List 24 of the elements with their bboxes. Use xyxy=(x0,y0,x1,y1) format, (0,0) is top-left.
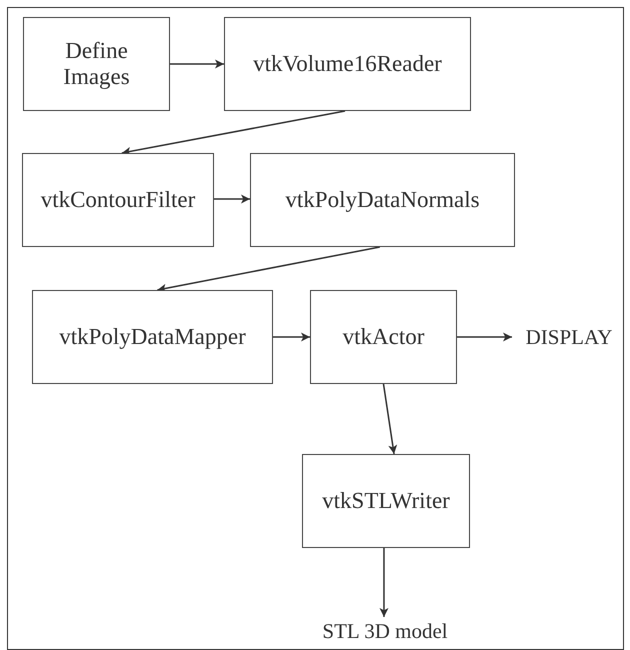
box-label: vtkContourFilter xyxy=(40,186,196,214)
arrow xyxy=(382,384,398,454)
box-label: vtkActor xyxy=(342,324,424,350)
process-box xyxy=(23,17,170,111)
arrow xyxy=(214,194,250,204)
process-box xyxy=(32,290,273,384)
arrow xyxy=(273,332,310,342)
box-label: vtkPolyDataMapper xyxy=(59,324,246,350)
output-label: DISPLAY xyxy=(526,324,612,350)
output-label: STL 3D model xyxy=(322,618,448,644)
process-box xyxy=(250,153,515,247)
arrow xyxy=(122,110,346,156)
box-label: vtkSTLWriter xyxy=(322,488,450,514)
box-label: vtkPolyDataNormals xyxy=(285,186,480,214)
arrow xyxy=(157,246,380,293)
box-label: Define Images xyxy=(62,38,131,90)
box-label: vtkVolume16Reader xyxy=(253,50,442,78)
arrow xyxy=(457,332,512,342)
arrow xyxy=(379,548,388,617)
arrow xyxy=(170,60,224,68)
process-box xyxy=(302,454,470,548)
process-box xyxy=(224,17,471,111)
process-box xyxy=(310,290,457,384)
process-box xyxy=(22,153,214,247)
